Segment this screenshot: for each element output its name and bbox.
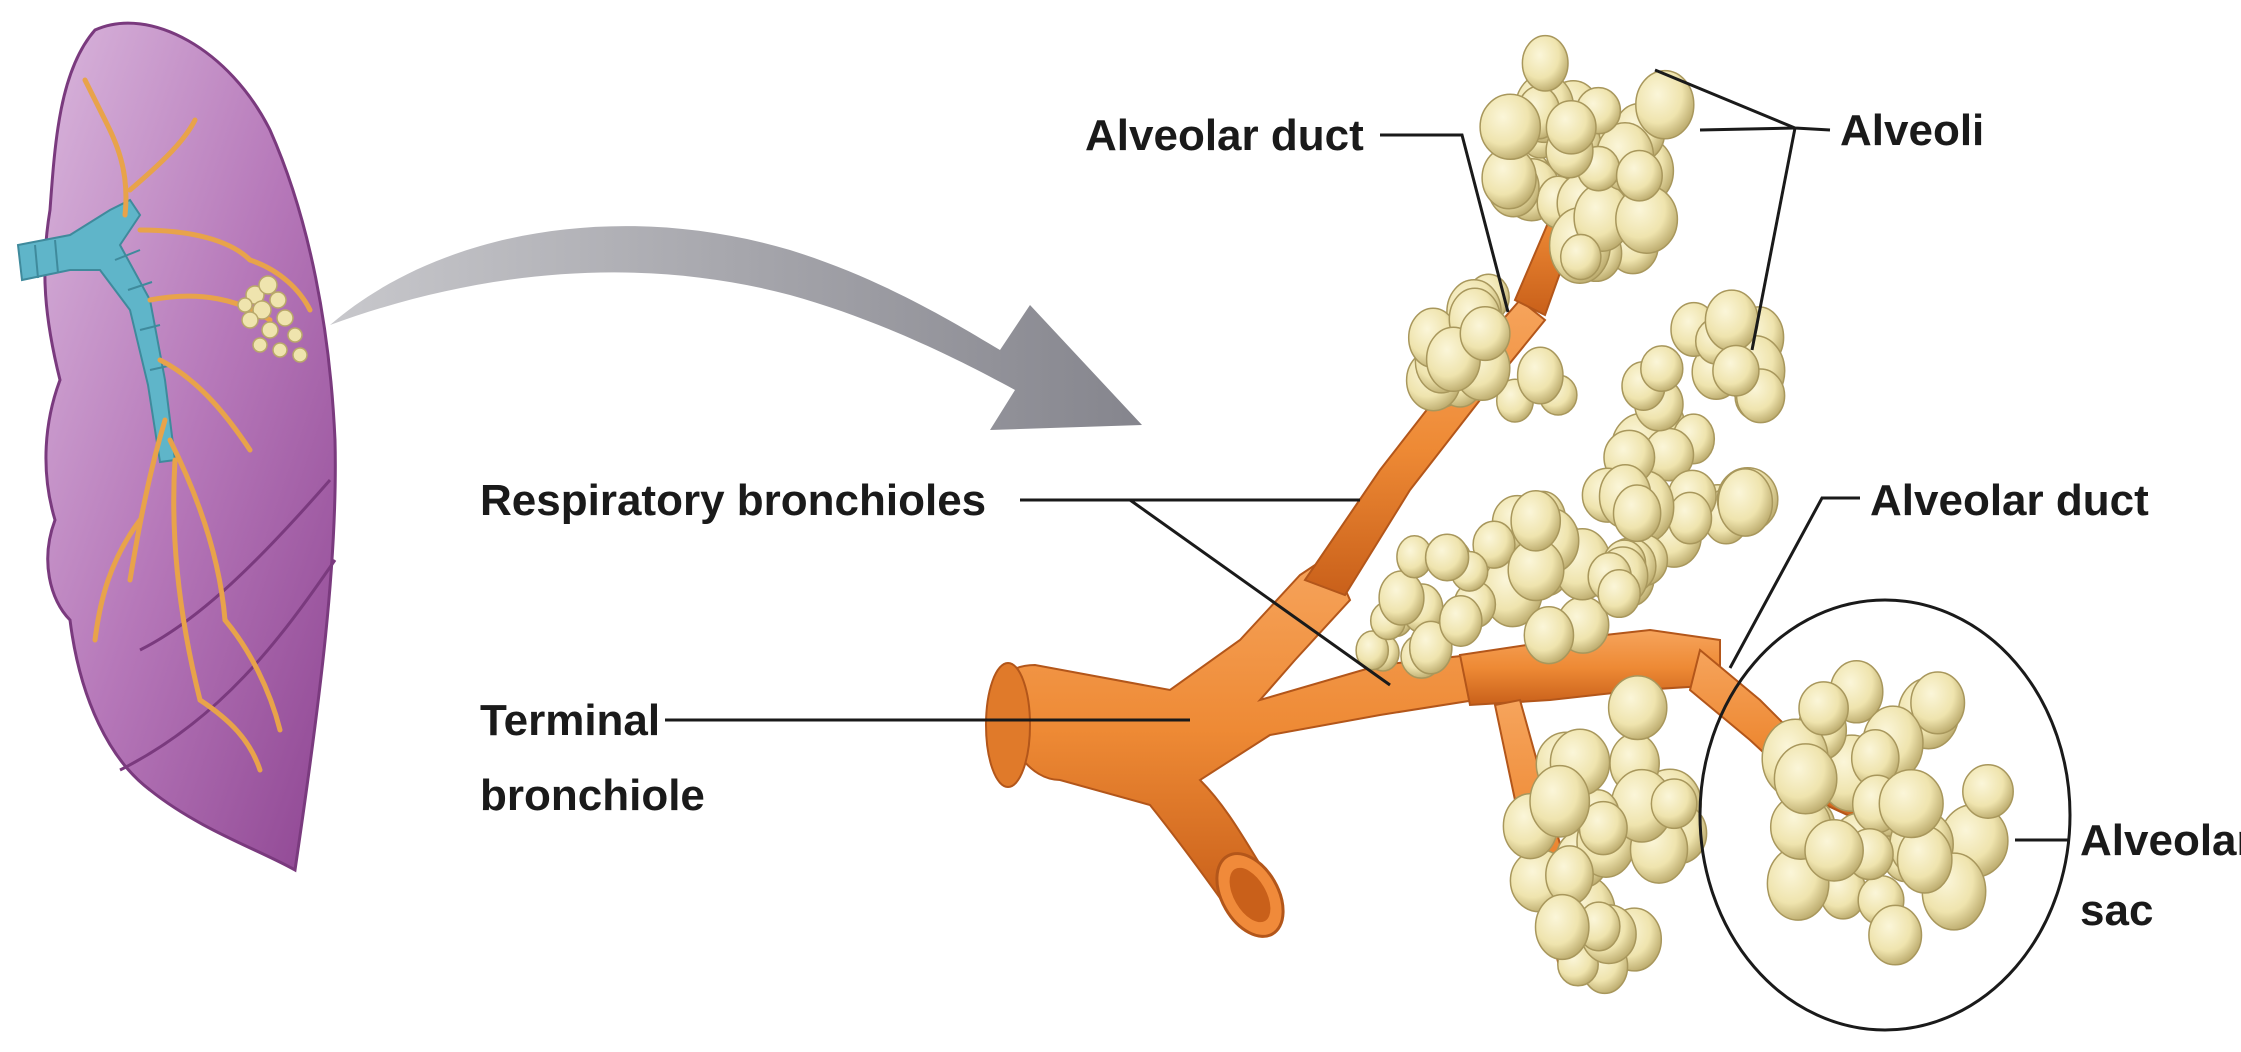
alveolus — [1426, 534, 1469, 580]
curved-arrow-icon — [330, 226, 1142, 430]
label-alveolar-duct-right: Alveolar duct — [1870, 476, 2149, 525]
label-alveolar-duct-top: Alveolar duct — [1085, 111, 1364, 160]
label-sac-line1: Alveolar — [2080, 816, 2241, 865]
alveolus — [1536, 895, 1589, 960]
alveolus — [1522, 36, 1568, 91]
alveolus — [1614, 485, 1661, 541]
alveolus — [1705, 290, 1758, 351]
label-terminal-line1: Terminal — [480, 696, 660, 745]
alveolus — [1636, 71, 1694, 139]
label-sac-line2: sac — [2080, 886, 2153, 935]
alveolus — [1561, 235, 1601, 280]
alveolus — [1805, 820, 1863, 881]
label-alveoli: Alveoli — [1840, 106, 1984, 155]
alveolus — [1546, 101, 1596, 154]
alveolus — [1651, 779, 1696, 828]
alveolus — [1617, 151, 1663, 201]
alveolus — [1641, 346, 1683, 391]
leader-lines — [665, 70, 2070, 840]
leader-alveoli-2 — [1700, 128, 1795, 130]
label-terminal-line2: bronchiole — [480, 771, 705, 820]
alveolus — [1440, 596, 1482, 646]
alveolus — [1713, 346, 1759, 396]
alveolus — [1379, 571, 1424, 625]
lung-illustration — [18, 23, 335, 870]
lung-shape — [45, 23, 336, 870]
alveolus — [1963, 765, 2013, 818]
alveolus — [1668, 492, 1711, 543]
alveolus — [1524, 607, 1573, 664]
label-respiratory-bronchioles: Respiratory bronchioles — [480, 476, 986, 525]
trunk-end — [986, 663, 1030, 787]
alveolus — [1879, 770, 1943, 838]
alveolus — [1518, 347, 1563, 404]
alveolus — [1530, 766, 1589, 837]
alveolus — [1511, 491, 1560, 551]
alveolus — [1480, 94, 1540, 159]
alveolus — [1718, 469, 1772, 536]
alveolus — [1609, 676, 1667, 740]
alveolus — [1460, 307, 1510, 361]
alveolus — [1799, 682, 1848, 735]
alveolus — [1869, 905, 1922, 964]
alveolus — [1774, 744, 1836, 814]
alveolus — [1598, 570, 1640, 618]
